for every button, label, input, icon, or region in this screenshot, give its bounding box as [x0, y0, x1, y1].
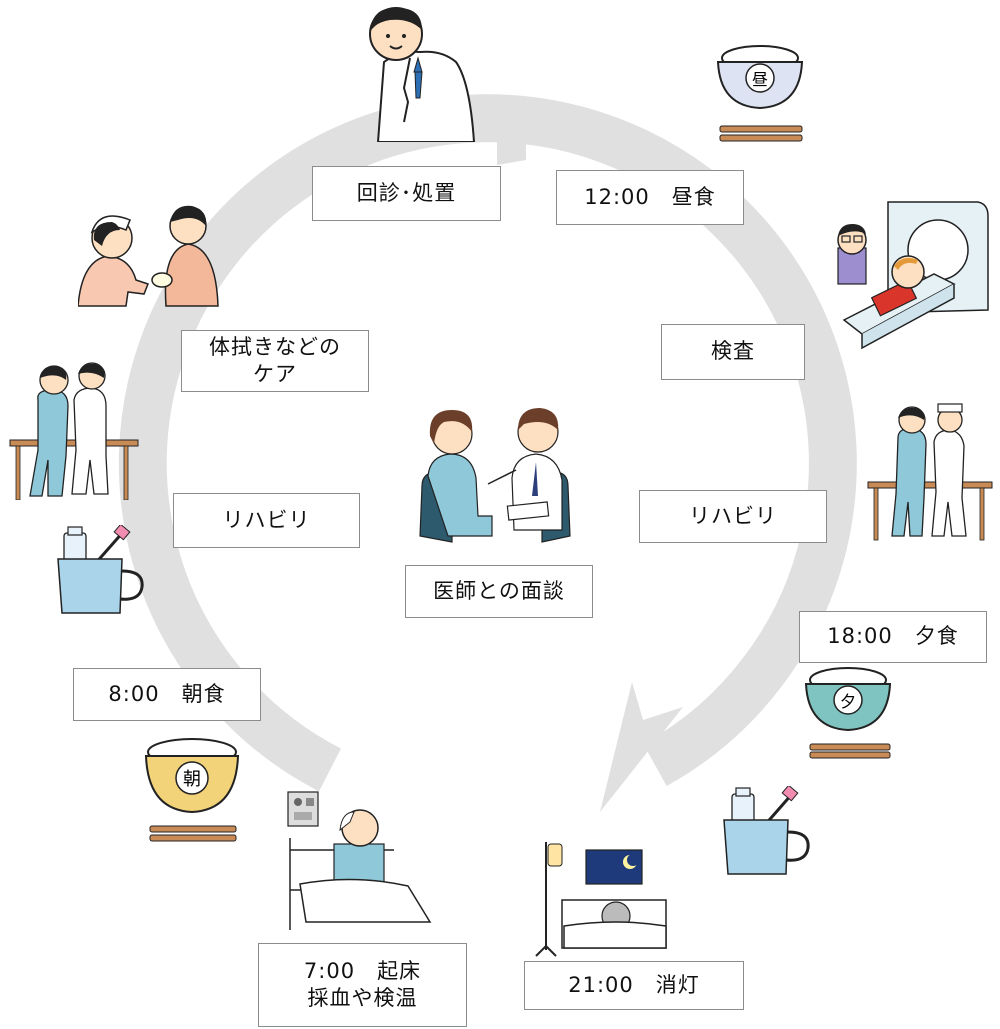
toothbrush-cup-right-icon [723, 786, 810, 875]
rehab-left-text: リハビリ [222, 507, 311, 532]
lunch-bowl-icon: 昼 [716, 45, 804, 142]
interview-text: 医師との面談 [433, 578, 565, 603]
breakfast-text: 8:00 朝食 [108, 681, 226, 706]
rehab-right-label: リハビリ [639, 490, 827, 543]
dinner-label: 18:00 夕食 [799, 611, 987, 663]
care-text-line2: ケア [253, 362, 297, 386]
care-text-line1: 体拭きなどの [209, 334, 341, 359]
breakfast-bowl-icon: 朝 [144, 738, 240, 842]
rehab-left-illustration [9, 362, 139, 500]
exam-label: 検査 [661, 324, 805, 380]
lunch-label: 12:00 昼食 [556, 170, 744, 225]
rounds-text: 回診･処置 [356, 180, 457, 205]
breakfast-bowl-char: 朝 [183, 769, 201, 790]
doctor-illustration [369, 7, 476, 142]
rehab-right-illustration [867, 403, 993, 541]
lights-out-text: 21:00 消灯 [568, 972, 700, 997]
toothbrush-cup-left-icon [57, 525, 144, 614]
mri-exam-illustration [837, 201, 989, 350]
lunch-text: 12:00 昼食 [584, 184, 716, 209]
doctor-interview-illustration [419, 408, 571, 543]
rounds-label: 回診･処置 [312, 166, 501, 221]
arrow-notch-top [497, 108, 526, 165]
interview-label: 医師との面談 [405, 565, 593, 618]
lunch-bowl-char: 昼 [752, 70, 768, 89]
care-label: 体拭きなどの ケア [181, 330, 369, 392]
rehab-right-text: リハビリ [689, 503, 777, 528]
wakeup-label: 7:00 起床 採血や検温 [258, 943, 467, 1027]
dinner-text: 18:00 夕食 [827, 624, 959, 649]
wakeup-text-line1: 7:00 起床 [303, 958, 422, 983]
exam-text: 検査 [711, 339, 755, 364]
breakfast-label: 8:00 朝食 [73, 668, 261, 721]
lights-out-label: 21:00 消灯 [524, 961, 744, 1010]
nurse-wiping-illustration [78, 205, 219, 307]
dinner-bowl-icon: 夕 [804, 667, 892, 759]
wakeup-patient-illustration [287, 791, 432, 930]
lights-out-illustration [535, 842, 667, 957]
rehab-left-label: リハビリ [173, 493, 360, 548]
dinner-bowl-char: 夕 [840, 692, 856, 711]
wakeup-text-line2: 採血や検温 [307, 986, 418, 1010]
arrow-head-bottom [600, 682, 683, 812]
